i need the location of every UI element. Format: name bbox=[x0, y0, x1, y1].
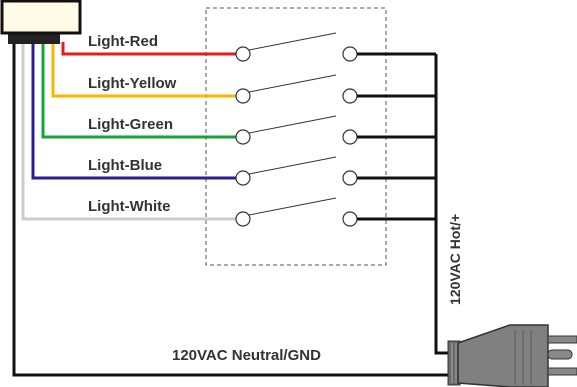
light-white-label: Light-White bbox=[88, 198, 170, 215]
light-green-label: Light-Green bbox=[88, 116, 173, 133]
light-red-output-contact bbox=[342, 46, 358, 62]
light-green-input-contact bbox=[235, 129, 251, 145]
light-white-wire bbox=[21, 42, 236, 221]
wire-labels: Light-RedLight-YellowLight-GreenLight-Bl… bbox=[88, 33, 177, 215]
light-green-switch-blade bbox=[248, 115, 337, 134]
light-blue-wire bbox=[31, 42, 236, 180]
light-red-input-contact bbox=[235, 46, 251, 62]
light-green-wire bbox=[41, 42, 236, 139]
light-yellow-input-contact bbox=[235, 88, 251, 104]
light-red-switch-blade bbox=[248, 32, 337, 51]
light-blue-input-contact bbox=[235, 170, 251, 186]
light-controller bbox=[0, 0, 82, 44]
light-green-output-contact bbox=[342, 129, 358, 145]
light-blue-output-contact bbox=[342, 170, 358, 186]
hot-label: 120VAC Hot/+ bbox=[447, 214, 463, 305]
colored-wires bbox=[21, 42, 236, 221]
power-plug bbox=[447, 324, 577, 387]
neutral-wire bbox=[12, 42, 450, 377]
light-yellow-switch-blade bbox=[248, 74, 337, 93]
light-yellow-label: Light-Yellow bbox=[88, 75, 177, 92]
light-blue-label: Light-Blue bbox=[88, 157, 162, 174]
light-white-switch-blade bbox=[248, 197, 337, 216]
neutral-label: 120VAC Neutral/GND bbox=[172, 347, 321, 364]
light-yellow-wire bbox=[51, 42, 236, 98]
light-red-label: Light-Red bbox=[88, 33, 158, 50]
light-blue-switch-blade bbox=[248, 156, 337, 175]
switches bbox=[235, 32, 436, 227]
hot-bus bbox=[434, 54, 450, 355]
light-white-input-contact bbox=[235, 211, 251, 227]
light-red-wire bbox=[61, 42, 236, 56]
light-white-output-contact bbox=[342, 211, 358, 227]
light-yellow-output-contact bbox=[342, 88, 358, 104]
